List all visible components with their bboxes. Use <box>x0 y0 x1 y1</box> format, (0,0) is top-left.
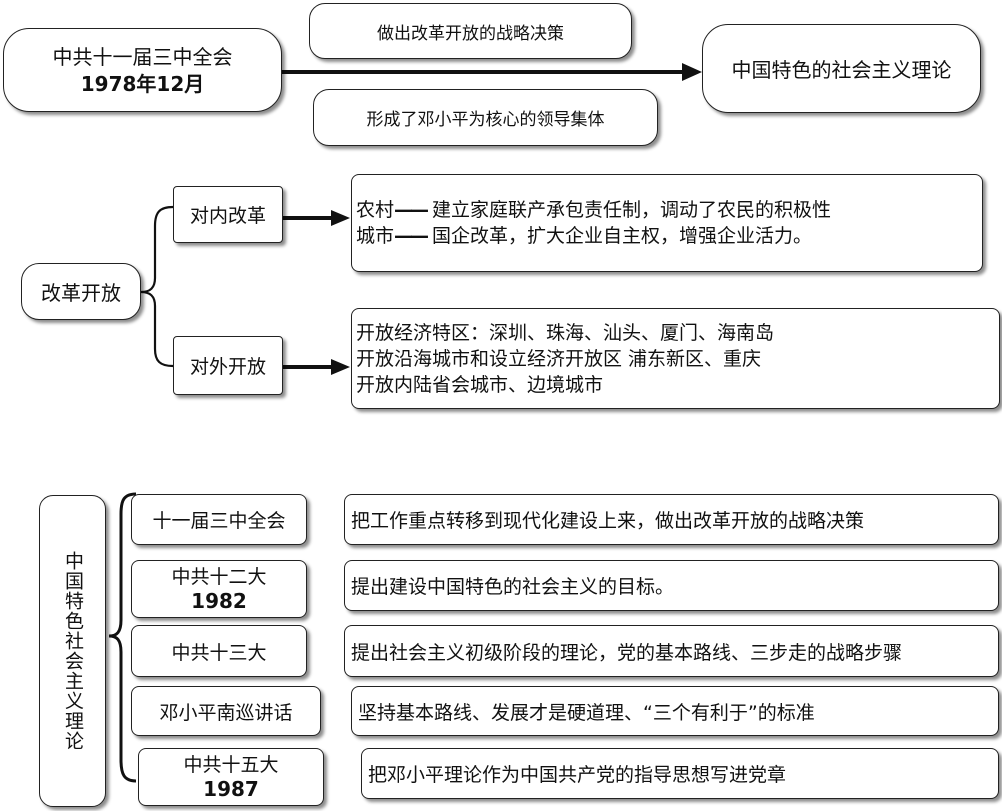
event-desc-box-5: 把邓小平理论作为中国共产党的指导思想写进党章 <box>361 748 999 799</box>
brace-theory <box>108 492 137 783</box>
rural-text: 建立家庭联产承包责任制，调动了农民的积极性 <box>432 199 832 221</box>
event-box-4: 邓小平南巡讲话 <box>131 686 321 736</box>
decision-text: 做出改革开放的战略决策 <box>377 23 564 44</box>
urban-text: 国企改革，扩大企业自主权，增强企业活力。 <box>432 225 813 247</box>
event-year-5: 1987 <box>203 777 259 801</box>
external-opening-box: 对外开放 <box>173 336 283 395</box>
event-desc-4: 坚持基本路线、发展才是硬道理、“三个有利于”的标准 <box>358 701 815 724</box>
external-line-1: 开放经济特区：深圳、珠海、汕头、厦门、海南岛 <box>356 321 775 344</box>
event-name-2: 中共十二大 <box>171 566 267 588</box>
theory-title-box: 中国特色社会主义理论 <box>39 495 106 807</box>
event-desc-box-4: 坚持基本路线、发展才是硬道理、“三个有利于”的标准 <box>351 686 999 736</box>
event-box-2: 中共十二大 1982 <box>131 560 307 618</box>
rural-key: 农村 <box>356 199 395 221</box>
plenum-date: 1978年12月 <box>80 72 205 96</box>
event-name-1: 十一届三中全会 <box>152 510 286 532</box>
decision-box: 做出改革开放的战略决策 <box>309 3 632 59</box>
plenum-box: 中共十一届三中全会 1978年12月 <box>3 28 282 112</box>
event-box-5: 中共十五大 1987 <box>138 748 324 806</box>
event-box-3: 中共十三大 <box>131 625 307 677</box>
event-name-5: 中共十五大 <box>183 754 279 776</box>
urban-key: 城市 <box>356 225 395 247</box>
urban-dash: —— <box>394 225 429 247</box>
event-desc-3: 提出社会主义初级阶段的理论，党的基本路线、三步走的战略步骤 <box>351 641 903 664</box>
reform-opening-label: 改革开放 <box>41 281 121 305</box>
arrow-internal-reform-head <box>331 210 350 226</box>
external-line-2: 开放沿海城市和设立经济开放区 浦东新区、重庆 <box>356 347 762 370</box>
event-desc-5: 把邓小平理论作为中国共产党的指导思想写进党章 <box>368 764 787 786</box>
arrow-plenum-to-theory-head <box>682 63 702 81</box>
rural-dash: —— <box>394 199 429 221</box>
plenum-name: 中共十一届三中全会 <box>52 45 233 69</box>
rural-line: 农村——建立家庭联产承包责任制，调动了农民的积极性 <box>356 197 982 223</box>
event-name-4: 邓小平南巡讲话 <box>159 701 293 724</box>
event-desc-1: 把工作重点转移到现代化建设上来，做出改革开放的战略决策 <box>351 510 865 532</box>
external-opening-label: 对外开放 <box>189 356 266 378</box>
external-opening-detail: 开放经济特区：深圳、珠海、汕头、厦门、海南岛 开放沿海城市和设立经济开放区 浦东… <box>351 308 1000 409</box>
event-box-1: 十一届三中全会 <box>131 494 307 545</box>
event-desc-box-3: 提出社会主义初级阶段的理论，党的基本路线、三步走的战略步骤 <box>344 625 999 677</box>
theory-box: 中国特色的社会主义理论 <box>702 24 981 113</box>
theory-title: 中国特色社会主义理论 <box>62 551 84 751</box>
internal-reform-detail: 农村——建立家庭联产承包责任制，调动了农民的积极性 城市——国企改革，扩大企业自… <box>351 174 983 272</box>
event-year-2: 1982 <box>191 589 247 613</box>
theory-text: 中国特色的社会主义理论 <box>731 58 952 82</box>
reform-opening-box: 改革开放 <box>21 263 141 320</box>
internal-reform-box: 对内改革 <box>173 186 283 243</box>
event-desc-2: 提出建设中国特色的社会主义的目标。 <box>351 576 675 598</box>
event-desc-box-1: 把工作重点转移到现代化建设上来，做出改革开放的战略决策 <box>344 494 999 545</box>
internal-reform-label: 对内改革 <box>189 205 266 227</box>
event-desc-box-2: 提出建设中国特色的社会主义的目标。 <box>344 560 999 611</box>
external-line-3: 开放内陆省会城市、边境城市 <box>356 373 604 396</box>
arrow-external-opening-head <box>331 359 350 375</box>
leadership-text: 形成了邓小平为核心的领导集体 <box>366 110 605 130</box>
event-name-3: 中共十三大 <box>171 641 267 664</box>
brace-reform-opening <box>140 205 174 368</box>
urban-line: 城市——国企改革，扩大企业自主权，增强企业活力。 <box>356 223 982 249</box>
leadership-box: 形成了邓小平为核心的领导集体 <box>313 89 658 146</box>
